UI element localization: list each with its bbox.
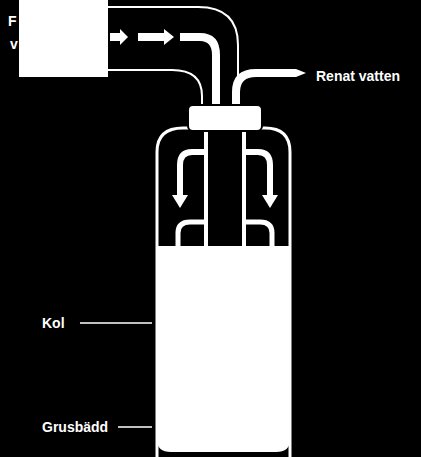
pipe-outline	[108, 7, 238, 106]
bottle-outline	[157, 128, 290, 457]
tube-opening	[244, 222, 272, 246]
outlet-label: Renat vatten	[316, 69, 400, 83]
flow-arrow	[138, 29, 174, 45]
flow-arrow	[244, 152, 270, 196]
outlet-arrow	[296, 69, 306, 77]
source-box	[19, 0, 108, 77]
central-tube	[206, 131, 244, 246]
part-label: Kol	[42, 316, 65, 330]
cut-label: F	[8, 14, 17, 28]
inflow-pipe	[180, 37, 216, 106]
part-label: Grusbädd	[42, 420, 108, 434]
pipe-outline	[108, 70, 202, 106]
flow-arrow	[110, 29, 128, 45]
leader-line	[80, 322, 152, 324]
outlet-pipe	[236, 73, 296, 106]
cut-label: v	[10, 37, 18, 51]
carbon-bed	[157, 246, 290, 452]
tube-opening	[178, 222, 206, 246]
flow-arrow	[180, 152, 206, 196]
flow-arrow	[262, 195, 278, 208]
bottle-cap	[188, 105, 262, 131]
flow-arrow	[172, 195, 188, 208]
leader-line	[118, 426, 152, 428]
